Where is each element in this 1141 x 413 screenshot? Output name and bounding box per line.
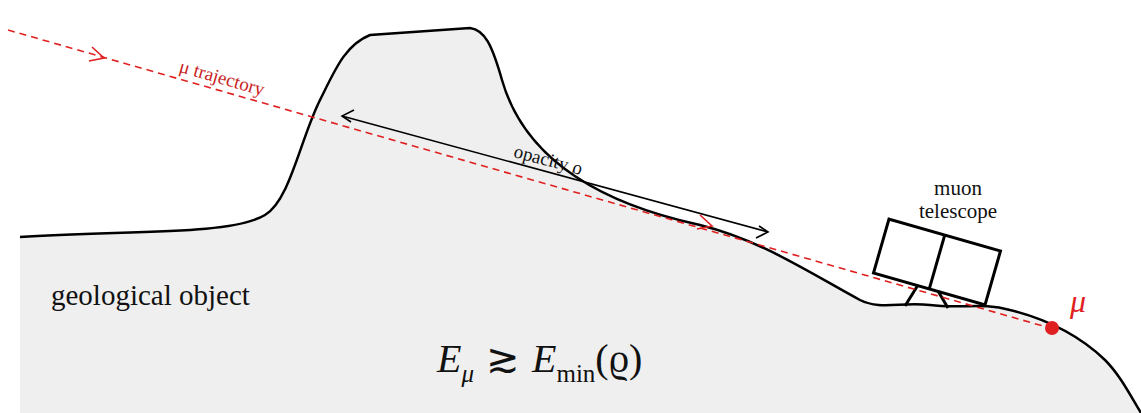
formula-part: E xyxy=(437,336,461,381)
formula-part: μ xyxy=(461,360,474,387)
terrain-outline xyxy=(20,28,1141,413)
trajectory-arrowhead xyxy=(89,47,104,61)
opacity-arrow xyxy=(342,110,768,238)
formula-part: E xyxy=(532,336,556,381)
formula-part: (ϱ) xyxy=(595,336,642,381)
trajectory-label: μ trajectory xyxy=(177,56,267,100)
object-label: geological object xyxy=(51,280,250,312)
geological-object-fill xyxy=(20,28,1141,413)
energy-condition: Eμ≳Emin(ϱ) xyxy=(437,335,642,382)
telescope-label: muon telescope xyxy=(903,177,1013,223)
muon-dot xyxy=(1045,321,1059,335)
muon-trajectory xyxy=(8,30,1050,328)
formula-part: ≳ xyxy=(486,336,520,381)
muon-symbol: μ xyxy=(1070,284,1086,319)
formula-part: min xyxy=(556,360,595,387)
trajectory-arrowhead xyxy=(697,215,712,229)
